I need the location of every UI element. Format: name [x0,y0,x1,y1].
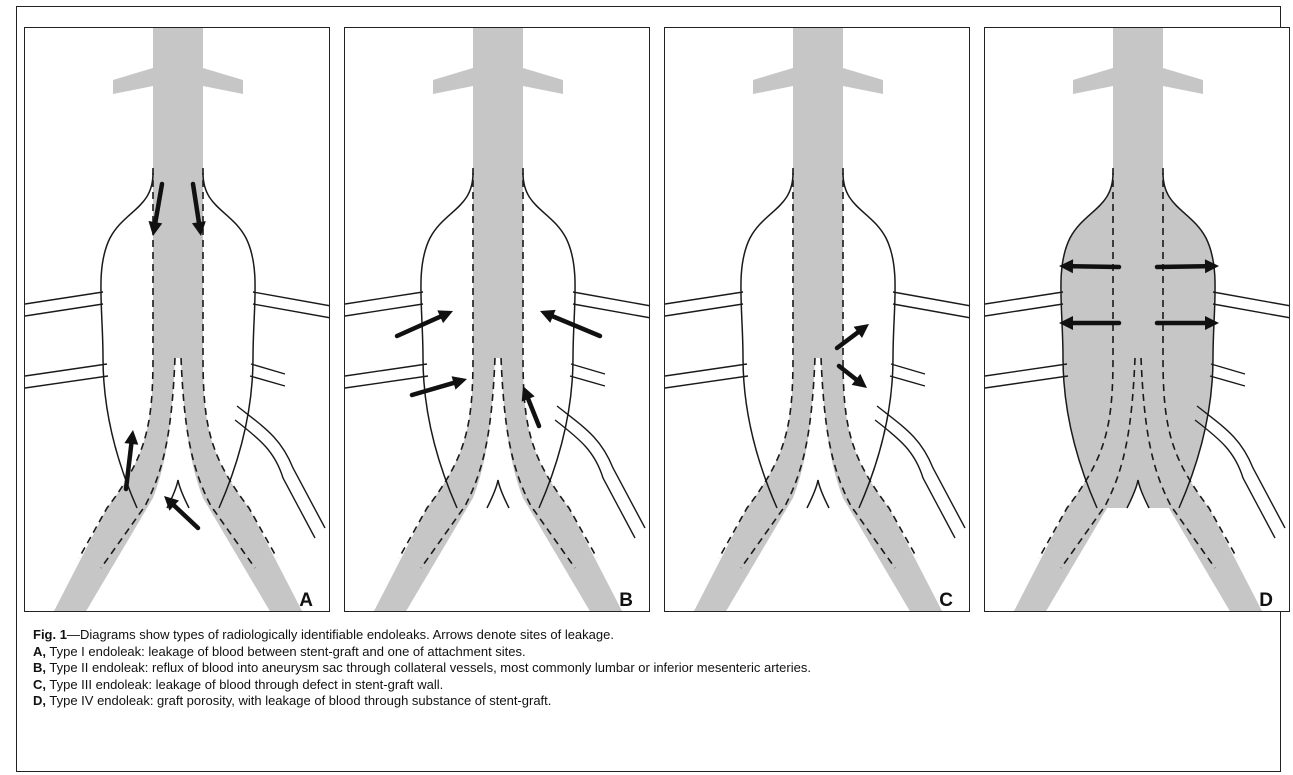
figure-frame: A B C D Fig. 1—Diagrams show types of ra… [16,6,1281,772]
collateral-vessel-line [251,364,285,374]
caption-item-text: Type III endoleak: leakage of blood thro… [46,677,443,692]
panel-letter-d: D [1259,590,1273,612]
collateral-vessel-line [665,292,743,304]
collateral-vessel-line [665,364,747,376]
caption-item-letter: A, [33,644,46,659]
endoleak-diagram-d [985,28,1290,612]
panel-letter-b: B [619,590,633,612]
collateral-vessel-line [1210,376,1245,386]
collateral-vessel-line [1213,304,1290,318]
collateral-vessel-line [665,304,743,316]
panel-a: A [24,27,330,612]
aorta-lumen [1013,28,1263,612]
caption-fig-label: Fig. 1 [33,627,67,642]
endoleak-diagram-a [25,28,330,612]
caption-item-c: C, Type III endoleak: leakage of blood t… [33,677,1263,694]
collateral-vessel-line [985,376,1068,388]
collateral-vessel-line [25,292,103,304]
caption-item-letter: C, [33,677,46,692]
collateral-vessel-line [25,304,103,316]
leakage-arrow-shaft [174,506,198,528]
collateral-vessel-line [345,364,427,376]
panel-d: D [984,27,1290,612]
collateral-vessel-line [253,304,330,318]
aorta-lumen [53,28,303,612]
collateral-vessel-line [25,376,108,388]
caption-fig-text: —Diagrams show types of radiologically i… [67,627,614,642]
figure-caption: Fig. 1—Diagrams show types of radiologic… [33,627,1263,710]
collateral-vessel-line [250,376,285,386]
collateral-vessel-line [25,364,107,376]
collateral-vessel-line [665,376,748,388]
collateral-vessel-line [345,376,428,388]
caption-item-text: Type I endoleak: leakage of blood betwee… [46,644,526,659]
collateral-vessel-line [570,376,605,386]
leakage-arrow-shaft [1157,266,1205,267]
panel-b: B [344,27,650,612]
aorta-lumen [693,28,943,612]
collateral-vessel-line [571,364,605,374]
leakage-arrow-shaft [1073,266,1119,267]
collateral-vessel-line [573,304,650,318]
collateral-vessel-line [891,364,925,374]
panel-c: C [664,27,970,612]
collateral-vessel-line [345,304,423,316]
collateral-vessel-line [573,292,650,306]
panel-letter-c: C [939,590,953,612]
collateral-vessel-line [345,292,423,304]
caption-item-letter: B, [33,660,46,675]
caption-item-a: A, Type I endoleak: leakage of blood bet… [33,644,1263,661]
collateral-vessel-line [1211,364,1245,374]
aorta-lumen [373,28,623,612]
caption-item-b: B, Type II endoleak: reflux of blood int… [33,660,1263,677]
caption-item-letter: D, [33,693,46,708]
caption-item-text: Type II endoleak: reflux of blood into a… [46,660,811,675]
caption-item-d: D, Type IV endoleak: graft porosity, wit… [33,693,1263,710]
collateral-vessel-line [890,376,925,386]
caption-item-text: Type IV endoleak: graft porosity, with l… [46,693,551,708]
endoleak-diagram-b [345,28,650,612]
caption-title-line: Fig. 1—Diagrams show types of radiologic… [33,627,1263,644]
collateral-vessel-line [1213,292,1290,306]
collateral-vessel-line [985,304,1063,316]
collateral-vessel-line [985,364,1067,376]
collateral-vessel-line [985,292,1063,304]
panel-letter-a: A [299,590,313,612]
collateral-vessel-line [253,292,330,306]
collateral-vessel-line [893,292,970,306]
endoleak-diagram-c [665,28,970,612]
collateral-vessel-line [893,304,970,318]
